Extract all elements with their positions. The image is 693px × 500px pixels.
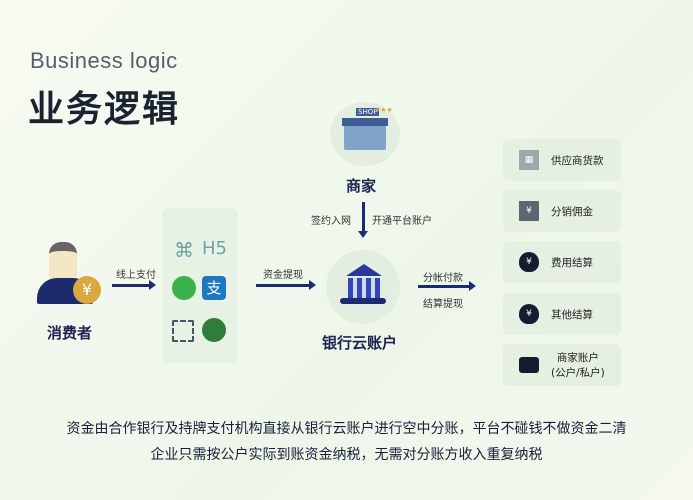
wallet-icon: [519, 357, 539, 373]
consumer-icon: ¥: [37, 238, 107, 308]
withdraw-label: 资金提现: [263, 270, 303, 281]
money-bag-icon: ¥: [519, 304, 539, 324]
title-en: Business logic: [30, 48, 178, 73]
target-commission: ¥分销佣金: [503, 190, 621, 232]
sign-label: 签约入网: [311, 216, 351, 227]
bank-label: 银行云账户: [322, 334, 398, 352]
target-fee: ¥费用结算: [503, 241, 621, 283]
target-other: ¥其他结算: [503, 293, 621, 335]
online-pay-label: 线上支付: [116, 270, 156, 281]
withdraw-arrow: [256, 280, 316, 290]
pay-arrow: [112, 280, 156, 290]
split-pay-label: 分帐付款: [423, 273, 463, 284]
bank-icon: [326, 250, 400, 324]
applet-icon: ⌘: [174, 238, 194, 262]
title-zh: 业务逻辑: [28, 89, 181, 130]
scan-icon: [172, 320, 194, 342]
settle-label: 结算提现: [423, 299, 463, 310]
consumer-label: 消费者: [47, 324, 93, 342]
target-merchant-account: 商家账户(公户/私户): [503, 344, 621, 386]
shop-icon: ▦: [519, 150, 539, 170]
footer-line-1: 资金由合作银行及持牌支付机构直接从银行云账户进行空中分账，平台不碰钱不做资金二清: [66, 421, 627, 437]
payment-channels-panel: ⌘ H5 支: [162, 208, 238, 363]
merchant-label: 商家: [346, 177, 377, 195]
alipay-icon: 支: [202, 276, 226, 300]
shop-sign: SHOP: [356, 108, 380, 116]
merchant-icon: SHOP ★★★: [330, 102, 400, 166]
wechat-pay-icon: [172, 276, 196, 300]
open-account-label: 开通平台账户: [372, 216, 432, 227]
mini-program-icon: [202, 318, 226, 342]
target-supplier: ▦供应商货款: [503, 139, 621, 181]
h5-icon: H5: [202, 238, 227, 259]
yuan-card-icon: ¥: [519, 201, 539, 221]
split-arrow: [418, 281, 476, 291]
down-arrow: [358, 202, 368, 238]
footer-line-2: 企业只需按公户实际到账资金纳税，无需对分账方收入重复纳税: [150, 447, 543, 463]
money-bag-icon: ¥: [519, 252, 539, 272]
